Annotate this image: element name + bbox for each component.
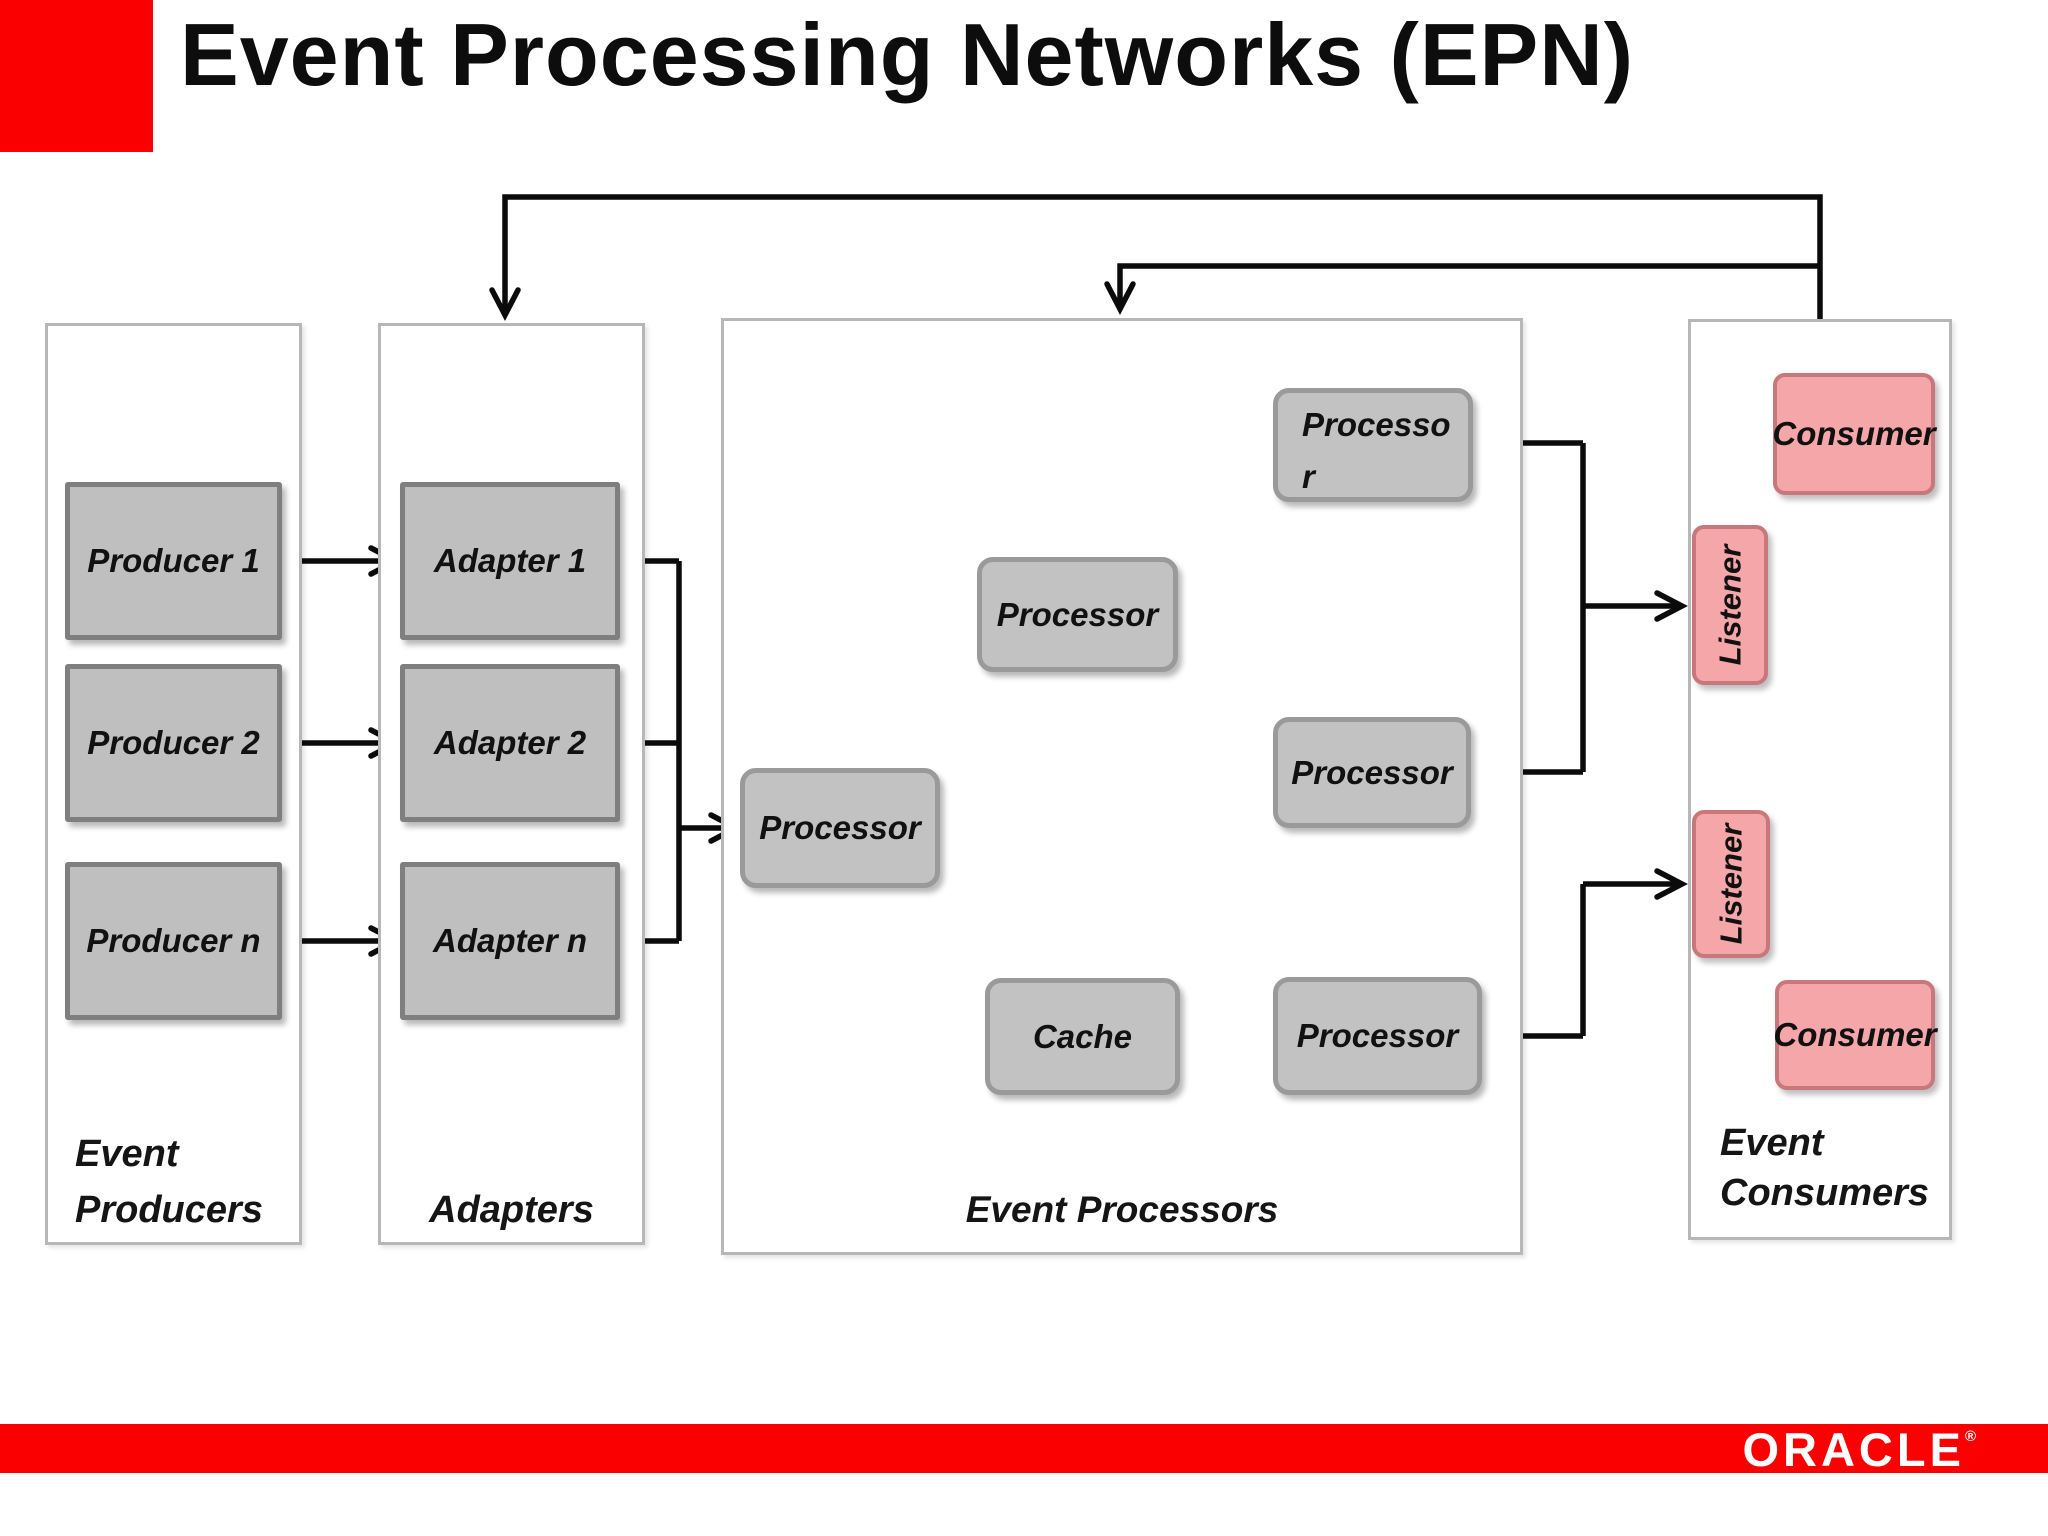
adapter-1-node: Adapter 1 [400, 482, 620, 640]
producer-1-label: Producer 1 [87, 542, 260, 579]
producer-n-node: Producer n [65, 862, 282, 1020]
oracle-logo: ORACLE® [1742, 1422, 1976, 1476]
processor-bottom-node: Processor [1273, 977, 1482, 1095]
processor-bottom-label: Processor [1296, 1017, 1459, 1054]
consumer-2-node: Consumer [1773, 980, 1937, 1090]
adapter-n-node: Adapter n [400, 862, 620, 1020]
registered-mark: ® [1964, 1428, 1976, 1445]
adapter-2-node: Adapter 2 [400, 664, 620, 822]
arrow-feedback-to-processors [1104, 263, 1820, 315]
arrow-feedback-to-adapters [489, 194, 1823, 321]
consumer-2-label: Consumer [1773, 1016, 1937, 1053]
producer-2-label: Producer 2 [87, 724, 260, 761]
event-producers-label: Event Producers [75, 1133, 263, 1231]
page-title: Event Processing Networks (EPN) [180, 5, 1635, 104]
producer-2-node: Producer 2 [65, 664, 282, 822]
cache-label: Cache [1032, 1017, 1133, 1055]
adapters-label: Adapters [429, 1189, 594, 1231]
producer-n-label: Producer n [86, 922, 261, 959]
consumer-1-label: Consumer [1772, 415, 1936, 452]
listener-1-node: Listener [1692, 525, 1768, 685]
processor-mid-label: Processor [996, 595, 1159, 633]
processor-top-label: Processo r [1302, 406, 1451, 495]
processor-top-node: Processo r [1273, 388, 1473, 502]
footer-red-bar [0, 1424, 2048, 1473]
brand-corner-square [0, 0, 153, 152]
processor-mid-node: Processor [977, 557, 1178, 672]
processor-right-mid-node: Processor [1273, 717, 1471, 828]
processor-left-label: Processor [759, 809, 921, 846]
listener-2-label: Listener [1713, 823, 1749, 945]
event-consumers-label: Event Consumers [1720, 1122, 1930, 1214]
producer-1-node: Producer 1 [65, 482, 282, 640]
cache-node: Cache [985, 978, 1180, 1095]
processor-right-mid-label: Processor [1291, 753, 1453, 791]
listener-1-label: Listener [1712, 544, 1748, 666]
processor-left-node: Processor [740, 768, 940, 888]
adapter-1-label: Adapter 1 [433, 542, 587, 579]
listener-2-node: Listener [1692, 810, 1770, 958]
consumer-1-node: Consumer [1772, 373, 1936, 495]
event-processors-label: Event Processors [965, 1189, 1279, 1230]
adapter-n-label: Adapter n [432, 922, 587, 959]
adapter-2-label: Adapter 2 [433, 724, 587, 761]
